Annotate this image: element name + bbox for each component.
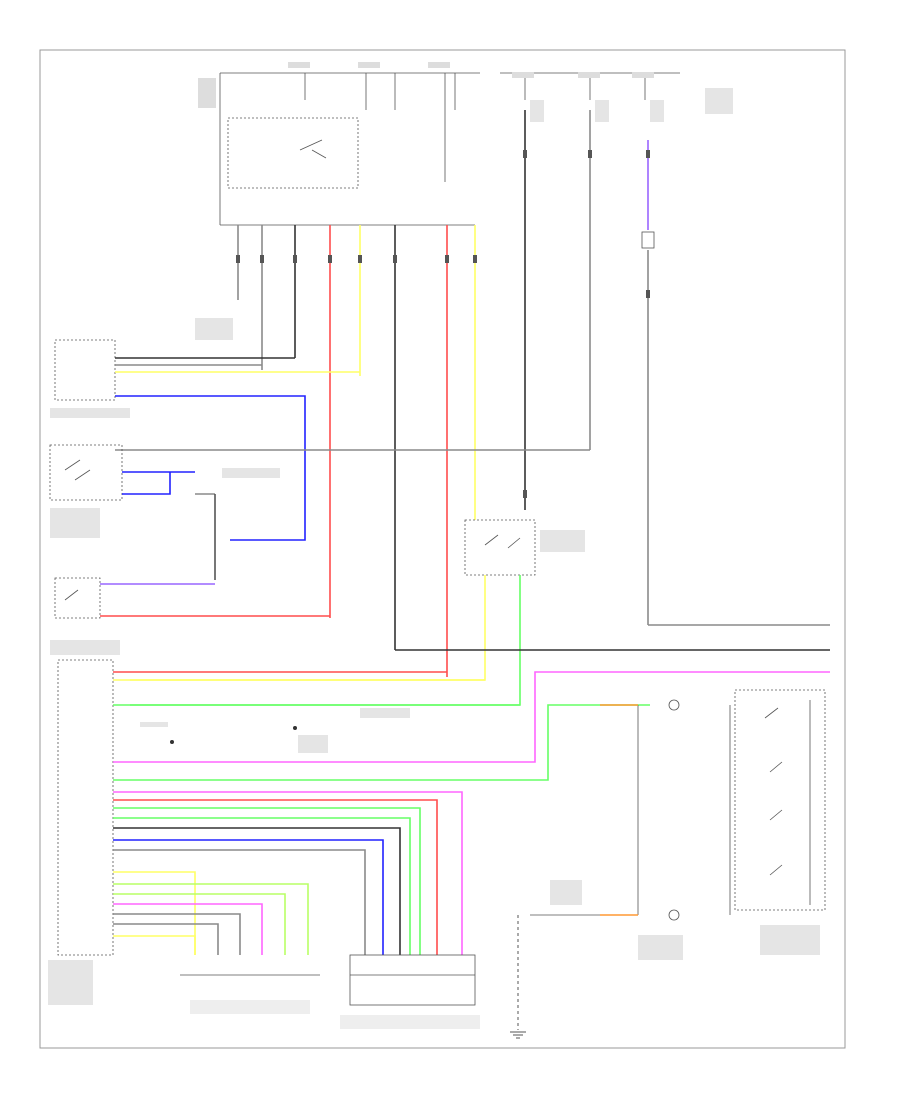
- throttle-body: [340, 954, 480, 1029]
- accelerator-pedal-sensor: [180, 974, 320, 1014]
- fuse-block-top: [219, 72, 680, 226]
- right-labels: [550, 880, 820, 960]
- spiral-cable: [530, 699, 731, 921]
- stop-light-switch: [464, 519, 536, 576]
- relay-label: [222, 468, 280, 478]
- fuse-labels: [198, 62, 733, 122]
- mid-callouts: [140, 708, 410, 753]
- clutch-start-switch: [54, 577, 101, 619]
- stop-light-label: [540, 530, 585, 552]
- clutch-wires: [100, 583, 330, 617]
- ecm-lower: [57, 659, 114, 956]
- connector-pins: [236, 150, 650, 498]
- inline-fuse: [641, 231, 655, 249]
- ground-point: [510, 915, 526, 1039]
- ecm-lower-wires: [113, 624, 830, 955]
- diagram-border: [39, 49, 846, 1049]
- stop-light-wires: [130, 575, 521, 706]
- harness-drops: [237, 110, 649, 677]
- park-neutral-switch: [49, 444, 123, 501]
- ecm-upper-wires: [115, 357, 590, 541]
- ecm-upper: [54, 339, 116, 401]
- lower-left-labels: [48, 318, 233, 1005]
- cruise-control-switch: [734, 689, 826, 911]
- park-neutral-wires: [122, 471, 216, 580]
